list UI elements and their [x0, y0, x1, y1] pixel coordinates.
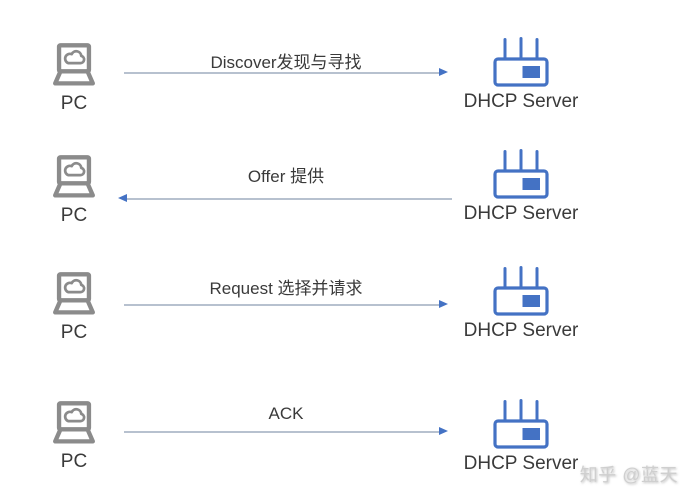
- arrowhead-right-icon: [439, 427, 448, 435]
- dhcp-server-label: DHCP Server: [463, 320, 579, 341]
- message-arrow: [124, 299, 448, 311]
- dhcp-server-node: DHCP Server: [458, 36, 584, 113]
- pc-node: PC: [42, 400, 106, 473]
- dhcp-server-label: DHCP Server: [463, 91, 579, 112]
- arrow-line: [124, 72, 440, 74]
- arrow-line: [126, 198, 452, 200]
- pc-label: PC: [60, 93, 88, 114]
- dhcp-server-icon: [493, 265, 549, 317]
- message-row-offer: PC Offer 提供 DHCP Server: [0, 142, 688, 242]
- arrowhead-right-icon: [439, 300, 448, 308]
- message-label: Request 选择并请求: [209, 279, 363, 298]
- dhcp-server-icon: [493, 398, 549, 450]
- message-arrow: [124, 426, 448, 438]
- message-arrow: [124, 67, 448, 79]
- dhcp-server-node: DHCP Server: [458, 398, 584, 475]
- dhcp-server-icon: [493, 36, 549, 88]
- pc-node: PC: [42, 42, 106, 115]
- message-row-discover: PC Discover发现与寻找 DHCP Server: [0, 30, 688, 130]
- watermark: 知乎 @蓝天: [579, 465, 678, 485]
- pc-label: PC: [60, 451, 88, 472]
- arrowhead-right-icon: [439, 68, 448, 76]
- pc-icon: [47, 154, 101, 202]
- pc-node: PC: [42, 154, 106, 227]
- pc-label: PC: [60, 322, 88, 343]
- pc-icon: [47, 42, 101, 90]
- message-label: Discover发现与寻找: [210, 53, 362, 72]
- message-row-request: PC Request 选择并请求 DHCP Server: [0, 259, 688, 359]
- message-label: Offer 提供: [247, 167, 325, 186]
- pc-icon: [47, 271, 101, 319]
- message-arrow: [118, 193, 452, 205]
- pc-node: PC: [42, 271, 106, 344]
- dhcp-server-node: DHCP Server: [458, 265, 584, 342]
- message-label: ACK: [268, 404, 304, 423]
- arrowhead-left-icon: [118, 194, 127, 202]
- dhcp-server-icon: [493, 148, 549, 200]
- dhcp-server-label: DHCP Server: [463, 453, 579, 474]
- dhcp-server-node: DHCP Server: [458, 148, 584, 225]
- pc-icon: [47, 400, 101, 448]
- arrow-line: [124, 431, 440, 433]
- arrow-line: [124, 304, 440, 306]
- dhcp-server-label: DHCP Server: [463, 203, 579, 224]
- pc-label: PC: [60, 205, 88, 226]
- message-row-ack: PC ACK DHCP Server: [0, 392, 688, 492]
